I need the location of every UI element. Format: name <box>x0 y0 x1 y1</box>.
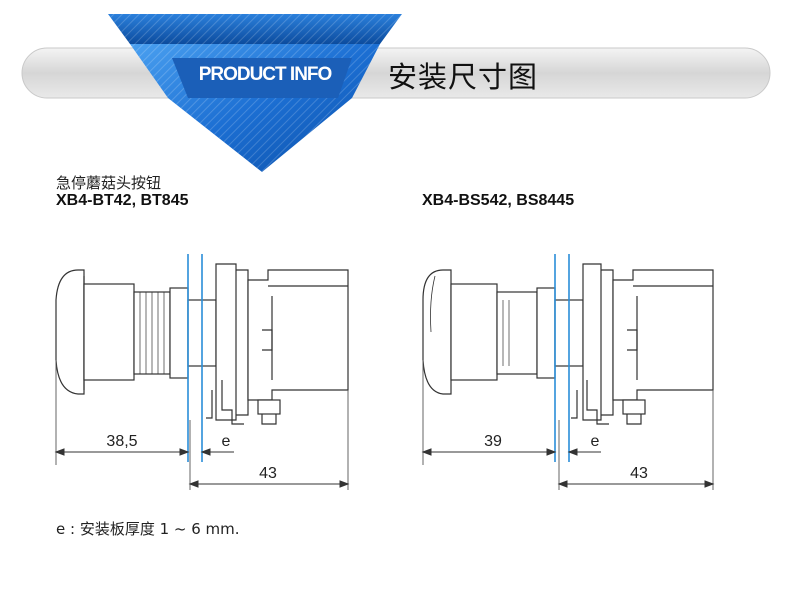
right-button-outline <box>422 263 714 425</box>
left-dim-e: e <box>222 433 231 450</box>
left-model-label: XB4-BT42, BT845 <box>56 192 189 209</box>
right-dimension-drawing: 39 e 43 <box>421 254 715 490</box>
left-category-label: 急停蘑菇头按钮 <box>56 174 162 192</box>
right-dim-front: 39 <box>484 433 502 450</box>
left-dimension-drawing: 38,5 e 43 <box>54 254 350 490</box>
right-dim-total: 43 <box>630 465 648 482</box>
right-dim-e: e <box>591 433 600 450</box>
mounting-plate-footnote: e : 安装板厚度 1 ~ 6 mm. <box>56 520 240 538</box>
right-model-label: XB4-BS542, BS8445 <box>422 192 575 209</box>
left-dim-front: 38,5 <box>106 433 137 450</box>
left-button-outline <box>55 263 349 425</box>
left-dim-total: 43 <box>259 465 277 482</box>
header-banner <box>21 14 771 172</box>
section-title: 安装尺寸图 <box>388 60 539 94</box>
product-info-badge: PRODUCT INFO <box>198 64 333 85</box>
